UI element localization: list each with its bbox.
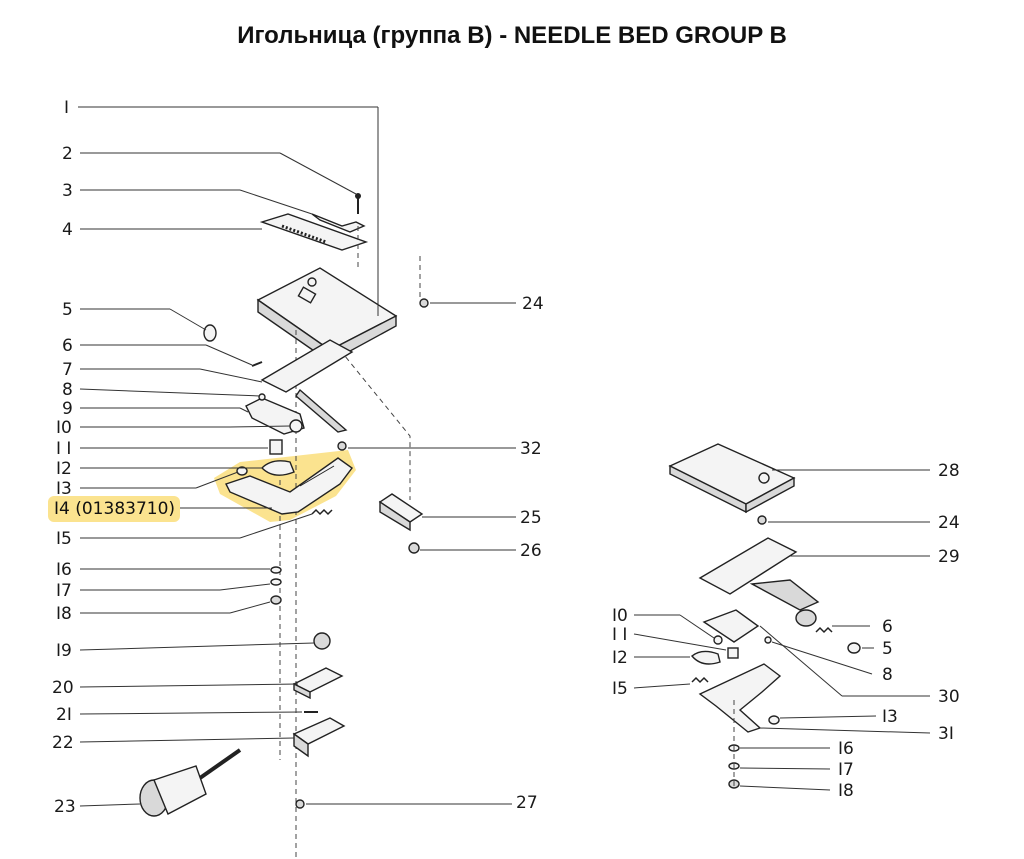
label-r-30: 30 xyxy=(938,687,960,707)
label-24: 24 xyxy=(522,294,544,314)
label-r-24: 24 xyxy=(938,513,960,533)
label-15: I5 xyxy=(56,529,72,549)
center-labels: 24 32 25 26 27 xyxy=(306,294,544,813)
left-assembly xyxy=(139,193,429,859)
part-32 xyxy=(337,441,347,451)
label-4: 4 xyxy=(62,220,73,240)
part-6b xyxy=(815,626,833,634)
part-14 xyxy=(225,457,353,515)
part-8 xyxy=(258,393,266,401)
part-24b xyxy=(757,515,767,525)
part-5b xyxy=(847,642,861,654)
label-5: 5 xyxy=(62,300,73,320)
label-r-13: I3 xyxy=(882,707,898,727)
label-r-8: 8 xyxy=(882,665,893,685)
part-23 xyxy=(153,765,207,815)
label-18: I8 xyxy=(56,604,72,624)
part-17 xyxy=(270,578,282,586)
label-3: 3 xyxy=(62,181,73,201)
part-29 xyxy=(698,537,798,595)
part-11 xyxy=(269,439,283,455)
label-12: I2 xyxy=(56,459,72,479)
label-22: 22 xyxy=(52,733,74,753)
label-20: 20 xyxy=(52,678,74,698)
label-r-10: I0 xyxy=(612,606,628,626)
left-labels: I 2 3 4 5 6 7 8 9 I0 I I I2 I3 I4 (01383… xyxy=(52,98,379,817)
right-assembly xyxy=(668,443,861,790)
label-14-highlight: I4 (01383710) xyxy=(54,499,175,519)
part-8b xyxy=(764,636,772,644)
label-25: 25 xyxy=(520,508,542,528)
part-15b xyxy=(691,676,709,684)
label-1: I xyxy=(64,98,69,118)
part-5 xyxy=(203,324,217,342)
part-6 xyxy=(251,361,263,367)
label-9: 9 xyxy=(62,399,73,419)
label-6: 6 xyxy=(62,336,73,356)
label-r-31: 3I xyxy=(938,724,954,744)
part-16 xyxy=(270,566,282,574)
label-8: 8 xyxy=(62,380,73,400)
label-r-5: 5 xyxy=(882,639,893,659)
page-title: Игольница (группа В) - NEEDLE BED GROUP … xyxy=(237,22,787,49)
part-7 xyxy=(260,339,354,393)
part-15 xyxy=(311,508,333,516)
part-19 xyxy=(313,632,331,650)
label-r-6: 6 xyxy=(882,617,893,637)
label-19: I9 xyxy=(56,641,72,661)
part-27 xyxy=(295,799,305,809)
label-11: I I xyxy=(56,439,71,459)
label-r-11: I I xyxy=(612,625,627,645)
label-21: 2I xyxy=(56,705,72,725)
part-4 xyxy=(259,213,369,251)
label-23: 23 xyxy=(54,797,76,817)
label-r-18: I8 xyxy=(838,781,854,801)
label-17: I7 xyxy=(56,581,72,601)
part-10 xyxy=(289,419,303,433)
label-r-16: I6 xyxy=(838,739,854,759)
part-26 xyxy=(408,542,420,554)
label-r-28: 28 xyxy=(938,461,960,481)
part-12b xyxy=(691,650,721,665)
label-10: I0 xyxy=(56,418,72,438)
label-r-29: 29 xyxy=(938,547,960,567)
label-r-17: I7 xyxy=(838,760,854,780)
highlight-callout xyxy=(48,496,180,522)
label-r-15: I5 xyxy=(612,679,628,699)
part-10b xyxy=(713,635,723,645)
label-r-12: I2 xyxy=(612,648,628,668)
part-31 xyxy=(698,663,782,733)
right-labels: I0 I I I2 I5 28 24 29 6 5 8 30 I3 3I I6 … xyxy=(612,461,960,801)
label-26: 26 xyxy=(520,541,542,561)
part-30 xyxy=(702,609,760,643)
part-24 xyxy=(419,298,429,308)
part-18 xyxy=(270,595,282,605)
label-27: 27 xyxy=(516,793,538,813)
label-7: 7 xyxy=(62,360,73,380)
label-2: 2 xyxy=(62,144,73,164)
label-32: 32 xyxy=(520,439,542,459)
part-13 xyxy=(236,466,248,476)
part-11b xyxy=(727,647,739,659)
part-13b xyxy=(768,715,780,725)
label-13: I3 xyxy=(56,479,72,499)
part-12 xyxy=(261,460,295,476)
part-3 xyxy=(311,213,366,233)
label-16: I6 xyxy=(56,560,72,580)
